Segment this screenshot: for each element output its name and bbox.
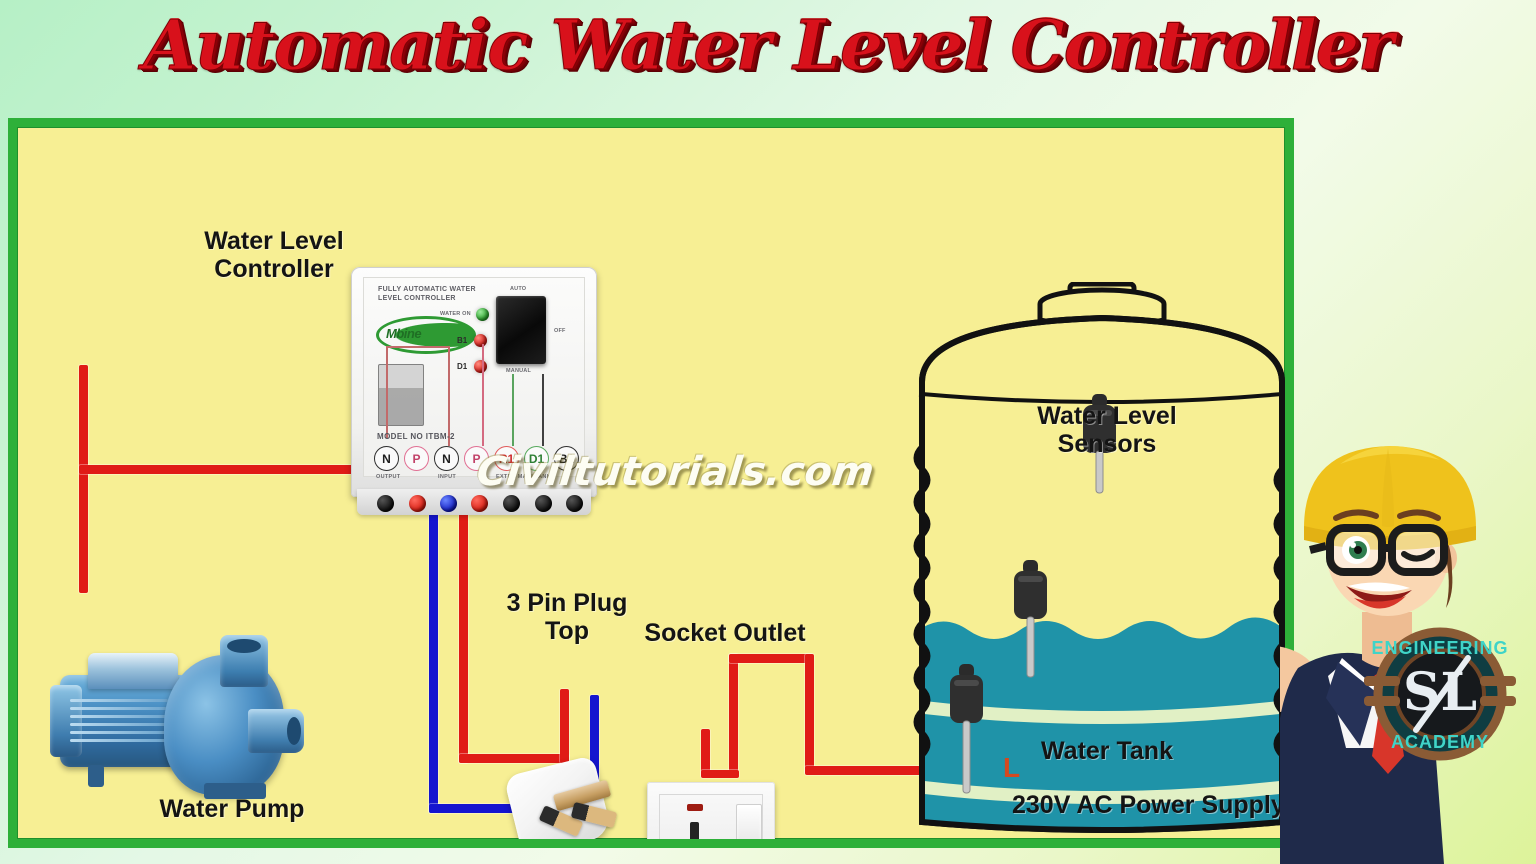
water-pump-graphic [50, 627, 307, 817]
internal-trace-2 [386, 346, 448, 348]
terminal-group-extra-label: EXTRA MAIN TANK [496, 474, 551, 480]
diagram-panel: FULLY AUTOMATIC WATER LEVEL CONTROLLER M… [8, 118, 1294, 848]
wire-socket-live-top [729, 654, 738, 776]
pump-cooling-fins [70, 699, 168, 747]
pin-2[interactable] [409, 495, 426, 512]
academy-badge: ENGINEERING ACADEMY SL [1364, 627, 1516, 761]
diagram-canvas: FULLY AUTOMATIC WATER LEVEL CONTROLLER M… [17, 127, 1285, 839]
pin-3[interactable] [440, 495, 457, 512]
water-tank-graphic [892, 282, 1285, 839]
pin-7[interactable] [566, 495, 583, 512]
wire-socket-live-drop [805, 654, 814, 774]
pin-1[interactable] [377, 495, 394, 512]
label-power-supply: 230V AC Power Supply [1012, 791, 1285, 819]
label-water-tank: Water Tank [1041, 737, 1173, 765]
internal-trace-4 [482, 344, 484, 446]
water-on-indicator-label: WATER ON [440, 311, 471, 317]
terminal-row: N P N P R1 D1 B1 [374, 446, 580, 472]
three-pin-plug-top [503, 755, 630, 839]
pump-terminal-box [88, 653, 178, 689]
switch-auto-label: AUTO [510, 286, 527, 292]
brand-logo-icon [376, 316, 476, 354]
socket-earth-hole [690, 822, 699, 839]
sensor-mid [1014, 560, 1047, 678]
terminal-p-input[interactable]: P [464, 446, 489, 471]
wire-pump-live-horizontal [79, 465, 406, 474]
d1-indicator-led [474, 360, 487, 373]
socket-neon-indicator [687, 804, 703, 811]
wire-plug-live-riser [560, 689, 569, 763]
terminal-d1[interactable]: D1 [524, 446, 549, 471]
wire-socket-internal-live [701, 729, 710, 777]
terminal-b1[interactable]: B1 [554, 446, 579, 471]
svg-text:ACADEMY: ACADEMY [1391, 732, 1489, 752]
internal-trace-3 [448, 346, 450, 446]
brand-name: Mbine [386, 326, 422, 341]
switch-off-label: OFF [554, 328, 566, 334]
internal-trace-1 [386, 346, 388, 438]
tank-illustration-icon [378, 364, 424, 426]
sensor-low [950, 664, 983, 794]
model-number-text: MODEL NO ITBM-2 [377, 432, 455, 441]
socket-rocker-switch[interactable] [736, 804, 762, 839]
wire-socket-live-bridge [729, 654, 813, 663]
terminal-r1[interactable]: R1 [494, 446, 519, 471]
page-title: Automatic Water Level Controller [143, 6, 1395, 87]
internal-trace-5 [512, 374, 514, 446]
sensor-high [1083, 394, 1116, 494]
pump-foot-left [88, 765, 104, 787]
wire-supply-live-run [805, 766, 999, 775]
controller-header-text: FULLY AUTOMATIC WATER LEVEL CONTROLLER [378, 286, 476, 302]
controller-front-panel: FULLY AUTOMATIC WATER LEVEL CONTROLLER M… [363, 277, 585, 480]
line-terminal-marker: L [1003, 752, 1021, 783]
water-on-indicator-led [476, 308, 489, 321]
label-three-pin-plug: 3 Pin Plug Top [506, 589, 628, 645]
label-socket-outlet: Socket Outlet [644, 619, 806, 647]
label-water-level-sensors: Water Level Sensors [1037, 402, 1177, 458]
wire-input-neutral-vertical [429, 273, 438, 813]
wire-socket-internal-bridge [701, 770, 739, 778]
terminal-group-input-label: INPUT [438, 474, 456, 480]
terminal-group-output-label: OUTPUT [376, 474, 401, 480]
socket-outlet-device[interactable] [647, 782, 775, 839]
water-level-controller-device[interactable]: FULLY AUTOMATIC WATER LEVEL CONTROLLER M… [351, 267, 597, 535]
terminal-n-output[interactable]: N [374, 446, 399, 471]
svg-text:ENGINEERING: ENGINEERING [1371, 638, 1508, 658]
pin-6[interactable] [535, 495, 552, 512]
pin-4[interactable] [471, 495, 488, 512]
controller-enclosure: FULLY AUTOMATIC WATER LEVEL CONTROLLER M… [351, 267, 597, 497]
terminal-n-input[interactable]: N [434, 446, 459, 471]
wire-plug-neutral-riser [590, 695, 599, 813]
internal-trace-6 [542, 374, 544, 446]
pump-suction-inlet [248, 709, 304, 753]
label-water-level-controller: Water Level Controller [204, 227, 344, 283]
wire-input-live-horizontal [459, 754, 569, 763]
pin-5[interactable] [503, 495, 520, 512]
auto-manual-selector-switch[interactable] [496, 296, 546, 364]
pump-end-cap [50, 685, 82, 757]
label-water-pump: Water Pump [159, 795, 305, 823]
b1-indicator-led [474, 334, 487, 347]
pump-foot-right [204, 783, 266, 799]
pump-discharge-outlet [220, 635, 268, 687]
b1-indicator-label: B1 [457, 336, 468, 345]
d1-indicator-label: D1 [457, 362, 468, 371]
wire-pump-live-vertical [79, 365, 88, 593]
wire-input-live-vertical [459, 273, 468, 763]
engineer-mascot: ENGINEERING ACADEMY SL [1280, 400, 1530, 864]
switch-manual-label: MANUAL [506, 368, 532, 374]
terminal-p-output[interactable]: P [404, 446, 429, 471]
